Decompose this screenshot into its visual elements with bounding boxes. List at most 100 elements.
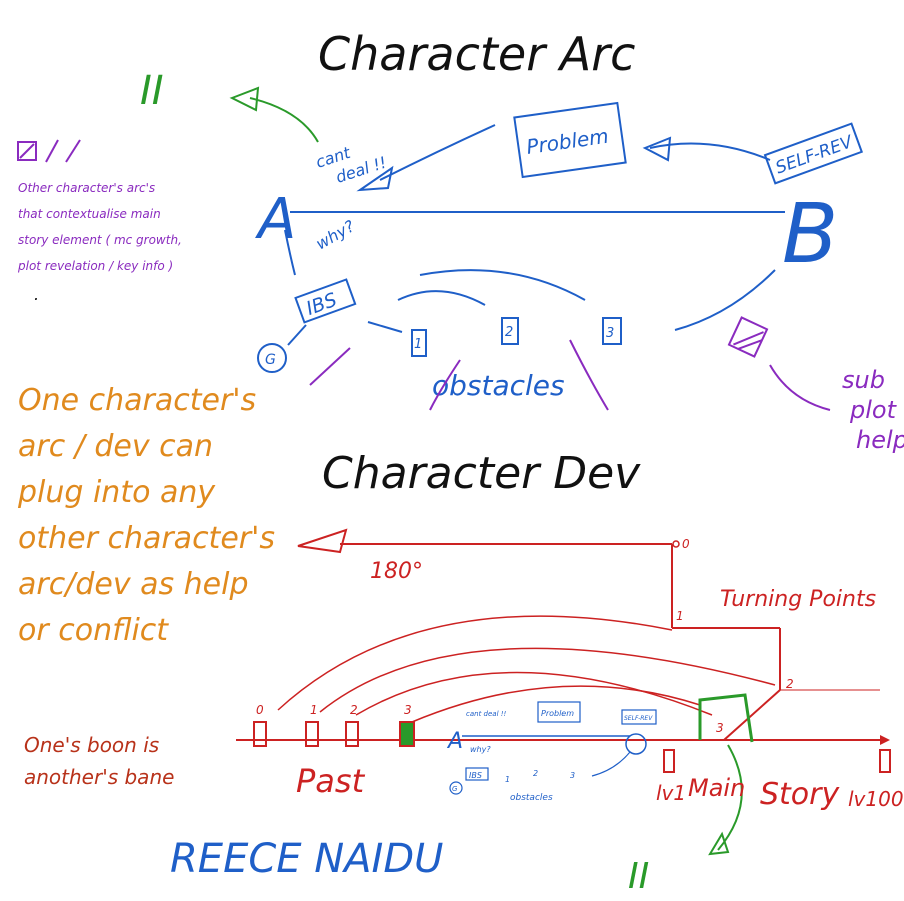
obstacle-2-label: 2 [505,325,513,340]
mini-a: A [446,729,463,754]
obstacle-box-1 [411,329,427,357]
mini-obstacles: obstacles [510,793,553,803]
green-arrow-head-top [229,86,260,112]
tp0-dot [672,540,680,548]
subplot-box [727,316,769,358]
legend-line-2: that contextualise main [18,207,161,221]
start-label: G [265,352,276,368]
legend-line-1: Other character's arc's [18,181,155,195]
subplot-line-2: plot [849,396,898,424]
mini-o1: 1 [505,775,510,784]
mini-cant-deal: cant deal !! [466,710,507,718]
past-marker-1-label: 1 [310,703,318,717]
green-arrow-to-ii [249,97,319,143]
arrow-head-problem [642,136,672,162]
arc-point-a: A [255,187,296,252]
obstacle-arc-2 [419,269,586,301]
turning-points-label: Turning Points [720,587,876,612]
dev-timeline-arrow [880,735,890,745]
past-marker-2-label: 2 [350,703,358,717]
why-stroke [284,229,296,276]
subplot-line-1: sub [842,366,885,394]
past-marker-0 [253,721,267,747]
legend-line-3: story element ( mc growth, [18,233,182,247]
obstacle-3-label: 3 [606,326,614,341]
obstacle-1-label: 1 [414,337,422,352]
mini-g: G [452,785,458,793]
orange-note-line-6: or conflict [18,613,169,648]
arrow-start-to-ibs [287,324,307,346]
past-marker-0-label: 0 [256,703,264,717]
obstacle-arc-1 [397,290,486,306]
lv1-marker [663,749,675,773]
mini-problem: Problem [541,709,574,718]
green-arrow-head-bottom [708,831,730,856]
problem-label: Problem [525,124,610,159]
purple-stroke-1 [309,347,351,386]
lv100-marker [879,749,891,773]
self-rev-box: SELF-REV [763,122,864,185]
main-story-line-2: Story [760,777,840,812]
ii-label-bottom: II [628,856,649,897]
purple-stroke-2 [429,359,461,411]
boon-note-line-2: another's bane [24,765,174,789]
legend-dot: . [34,285,39,304]
dev-arrow-head-left [297,528,348,554]
mini-o2: 2 [533,769,538,778]
tp2-label: 2 [786,677,794,691]
self-rev-label: SELF-REV [773,132,856,179]
legend-swatch-hatch [19,143,35,159]
subplot-line-3: help [856,426,904,454]
arrow-obstacles-to-b [674,269,776,331]
arrow-head-cantdeal [356,165,394,192]
mini-selfrev-box [621,709,657,725]
legend-slash-2 [65,139,81,163]
arrow-problem-to-cantdeal [379,124,496,181]
obstacles-label: obstacles [432,369,565,402]
mini-ibs-box [465,767,489,781]
mini-selfrev: SELF-REV [624,715,653,722]
signature: REECE NAIDU [170,836,443,882]
dev-curve-1 [277,615,673,711]
dev-curve-4 [411,685,701,723]
past-marker-2 [345,721,359,747]
past-label: Past [296,762,366,800]
mini-o3: 3 [570,771,575,780]
start-circle [257,343,287,373]
dev-title: Character Dev [322,448,641,499]
past-marker-3-label: 3 [404,703,412,717]
why-label: why? [313,216,359,253]
tp0-label: 0 [682,537,690,551]
arrow-subplot-to-box [769,364,831,411]
green-arrow-down [717,744,743,851]
mini-arc: A Problem SELF-REV cant deal !! why? G I… [446,701,657,803]
arc-title: Character Arc [318,27,635,81]
arrow-selfrev-to-problem [649,142,771,161]
orange-note-line-5: arc/dev as help [18,567,249,602]
legend-line-4: plot revelation / key info ) [17,259,173,273]
orange-note-line-3: plug into any [17,475,216,510]
past-marker-1 [305,721,319,747]
main-story-line-1: Main [688,774,745,802]
ii-label-top: II [140,68,164,114]
green-box-main-story [698,693,754,743]
lv100-label: lv100 [848,787,904,811]
tp3-label: 3 [716,721,724,735]
mini-why: why? [470,745,491,754]
legend-swatch [17,141,37,161]
arc-point-b: B [782,187,838,282]
legend-slash-1 [45,139,59,163]
dev-curve-3 [355,671,713,716]
boon-note-line-1: One's boon is [24,733,159,757]
mini-problem-box [537,701,581,723]
ibs-box: IBS [294,278,357,324]
dev-curve-2 [319,647,776,713]
mini-b [625,733,647,755]
degree-label: 180° [370,559,423,584]
mini-g-circle [449,781,463,795]
mini-ibs: IBS [469,771,482,780]
obstacle-box-3 [602,317,622,345]
past-marker-3 [399,721,415,747]
tp1-label: 1 [676,609,684,623]
purple-stroke-3 [569,339,609,411]
